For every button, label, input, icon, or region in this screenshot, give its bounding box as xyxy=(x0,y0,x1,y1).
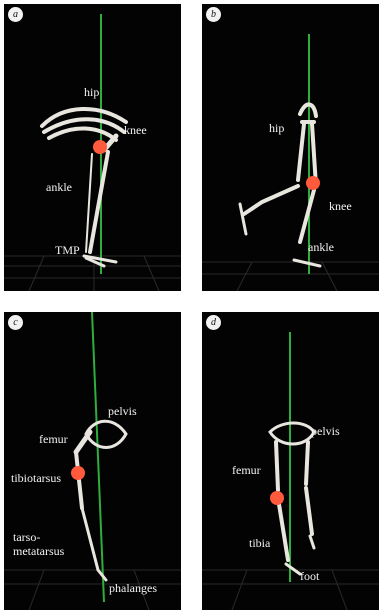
panel-b-figure xyxy=(202,4,379,291)
femur-bone-right xyxy=(306,442,308,484)
panel-a-letter: a xyxy=(8,7,23,22)
tibiotarsus-bone xyxy=(90,152,108,252)
femur-bone xyxy=(298,124,304,180)
tibia-bone xyxy=(300,190,314,242)
label-tibiotarsus: tibiotarsus xyxy=(11,472,61,485)
label-hip: hip xyxy=(84,86,99,99)
label-femur: femur xyxy=(232,464,261,477)
tarsometatarsus-bone xyxy=(82,508,98,570)
panel-c-letter: c xyxy=(8,315,23,330)
label-phalanges: phalanges xyxy=(109,582,157,595)
swing-leg xyxy=(244,186,298,214)
panel-a: a hip knee ankle TMP xyxy=(4,4,181,291)
label-pelvis: pelvis xyxy=(108,405,137,418)
panel-d-letter: d xyxy=(206,315,221,330)
label-pelvis: pelvis xyxy=(311,425,340,438)
label-metatarsus: metatarsus xyxy=(13,545,64,558)
label-foot: foot xyxy=(300,570,319,583)
tibia-bone xyxy=(278,498,288,560)
center-of-mass-marker xyxy=(270,491,284,505)
center-of-mass-marker xyxy=(93,140,107,154)
panel-c-figure xyxy=(4,312,181,610)
center-of-mass-marker xyxy=(306,176,320,190)
femur-bone xyxy=(76,432,90,452)
panel-c: c pelvis femur tibiotarsus tarso- metata… xyxy=(4,312,181,610)
label-ankle: ankle xyxy=(46,181,72,194)
tibiotarsus-bone xyxy=(76,452,82,508)
label-tmp: TMP xyxy=(55,244,80,257)
label-femur: femur xyxy=(39,433,68,446)
panel-a-figure xyxy=(4,4,181,291)
panel-d-figure xyxy=(202,312,379,610)
label-ankle: ankle xyxy=(308,241,334,254)
panel-d: d pelvis femur tibia foot xyxy=(202,312,379,610)
label-hip: hip xyxy=(269,122,284,135)
label-tarso: tarso- xyxy=(13,531,40,544)
center-of-mass-marker xyxy=(71,466,85,480)
panel-b: b hip knee ankle xyxy=(202,4,379,291)
pelvis-bone xyxy=(86,421,126,447)
label-tibia: tibia xyxy=(249,537,270,550)
femur-bone xyxy=(276,442,278,490)
label-knee: knee xyxy=(124,124,147,137)
tibia-bone-right xyxy=(306,488,312,534)
panel-b-letter: b xyxy=(206,7,221,22)
label-knee: knee xyxy=(329,200,352,213)
